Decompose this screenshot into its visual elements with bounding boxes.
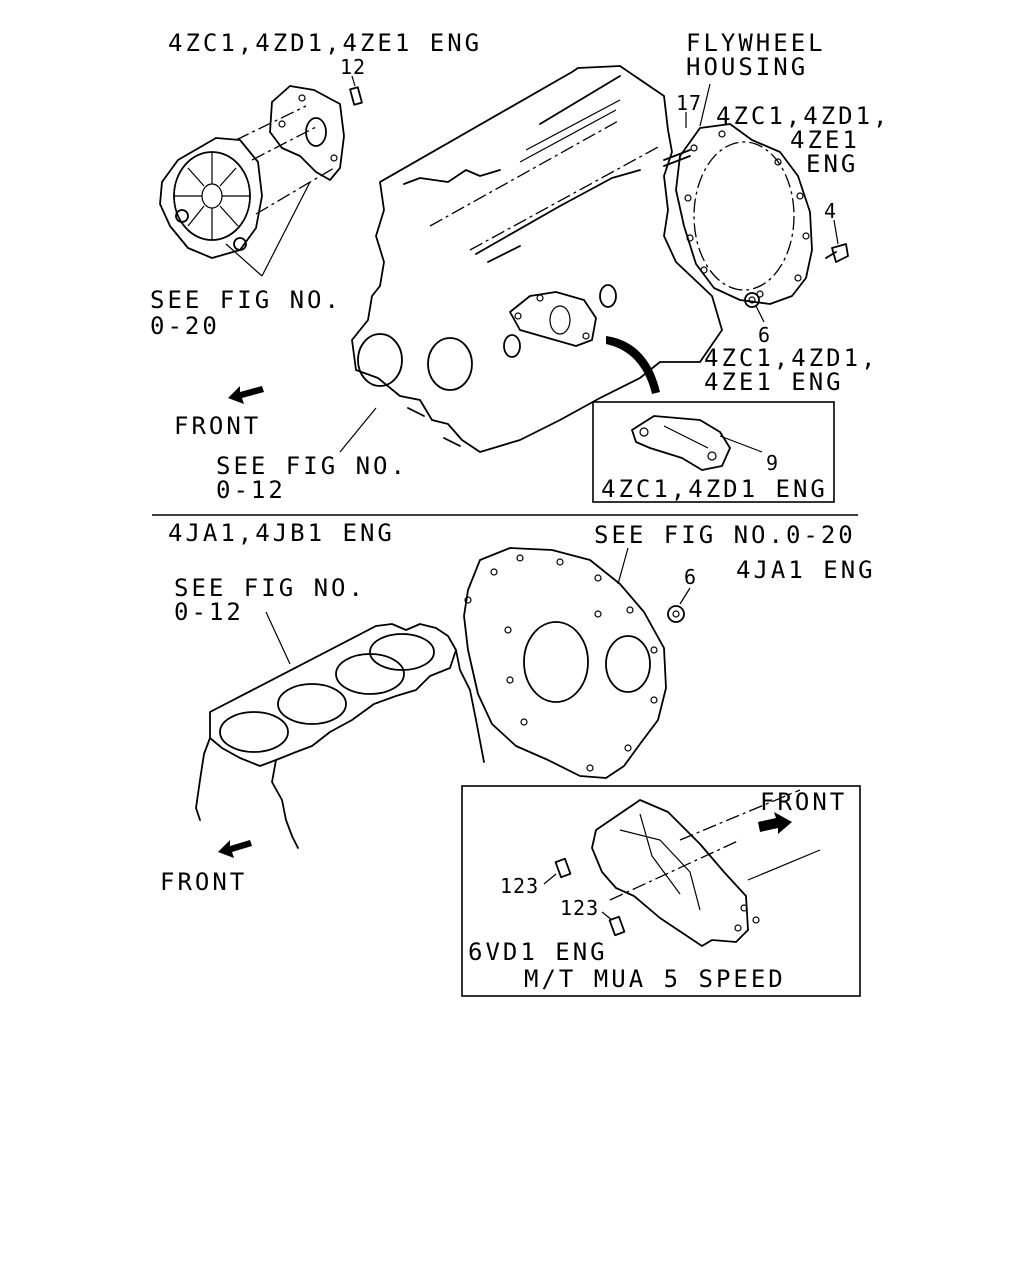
mt-inset-frame [461,785,861,997]
leader-see-fig-020-lower [617,547,629,585]
mt-inset: FRONT 123 123 6VD1 ENG M/T MUA 5 SPEED [461,785,861,997]
see-fig-020-line1: SEE FIG NO. [150,286,342,314]
mt-front-label: FRONT [760,788,847,816]
mt-front-arrow-icon [758,812,792,834]
bracket-inset-frame [592,401,835,503]
nut-engine-line2: 4ZE1 ENG [704,368,844,396]
front-label-upper: FRONT [174,412,261,440]
mt-caption-line2: M/T MUA 5 SPEED [524,965,786,993]
part-number-6-lower: 6 [684,565,697,589]
part-number-12: 12 [340,55,366,79]
front-arrow-icon [218,840,252,858]
front-cover-illustration [159,85,363,259]
bracket-inset: 9 4ZC1,4ZD1 ENG [592,401,835,503]
front-label-lower: FRONT [160,868,247,896]
see-fig-020-lower: SEE FIG NO.0-20 [594,521,856,549]
part-number-9: 9 [766,451,779,475]
see-fig-012-line1: SEE FIG NO. [216,452,408,480]
front-arrow-icon [228,386,264,404]
nut-6-icon [667,605,685,623]
part-number-123-b: 123 [560,896,599,920]
part-number-6-upper: 6 [758,323,771,347]
housing-engine-line3: ENG [806,150,858,178]
lower-engine-label: 4JA1,4JB1 ENG [168,519,395,547]
see-fig-012-line2: 0-12 [216,476,286,504]
upper-section: 9 4ZC1,4ZD1 ENG 4ZC1,4ZD1,4ZE1 ENG 12 SE… [150,29,891,504]
see-fig-020-line2: 0-20 [150,312,220,340]
leader-see-fig-012-upper [339,407,377,453]
bracket-part-icon [631,415,731,471]
inset-pointer-arrow [606,336,660,394]
engine-4ja1-label: 4JA1 ENG [736,556,876,584]
leader-4 [833,219,839,245]
nut-engine-line1: 4ZC1,4ZD1, [704,344,879,372]
part-number-123-a: 123 [500,874,539,898]
part-number-17: 17 [676,91,702,115]
bracket-inset-caption: 4ZC1,4ZD1 ENG [601,475,828,503]
transmission-adapter-icon [591,799,749,947]
upper-engine-label: 4ZC1,4ZD1,4ZE1 ENG [168,29,482,57]
leader-flywheel [699,83,711,127]
flywheel-housing-line2: HOUSING [686,53,808,81]
leader-6-upper [755,305,765,323]
engine-plate-illustration [463,547,667,779]
flywheel-housing-line1: FLYWHEEL [686,29,826,57]
leader-see-fig-020 [225,181,311,277]
cylinder-block-illustration [195,623,485,849]
leader-12 [351,75,356,87]
leader-6-lower [679,587,691,605]
part-number-4: 4 [824,199,837,223]
flywheel-housing-illustration [663,123,849,308]
see-fig-012-lower-line2: 0-12 [174,598,244,626]
leader-see-fig-012-lower [265,611,291,665]
housing-engine-line2: 4ZE1 [790,126,860,154]
lower-section: FRONT 123 123 6VD1 ENG M/T MUA 5 SPEED 4… [160,519,876,997]
see-fig-012-lower-line1: SEE FIG NO. [174,574,366,602]
mt-caption-line1: 6VD1 ENG [468,938,608,966]
engine-block-illustration [351,65,723,453]
housing-engine-line1: 4ZC1,4ZD1, [716,102,891,130]
